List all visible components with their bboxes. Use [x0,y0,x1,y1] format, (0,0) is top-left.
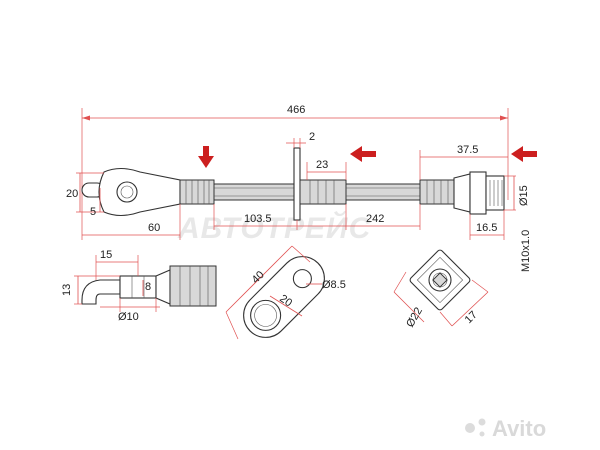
arrow-down-icon [198,146,214,168]
hose-segment-left [213,183,297,201]
pipe-detail [81,265,217,307]
dim-nut-diameter: Ø22 [404,305,425,329]
dim-end-fitting: 37.5 [457,144,478,156]
dim-thread-length: 16.5 [476,222,497,234]
bracket-plate [243,256,325,338]
dim-plate-hole: Ø8.5 [322,279,346,291]
dim-plate-width: 20 [277,293,294,310]
dim-mid-fitting: 23 [316,159,328,171]
hose-segment-right [345,183,421,201]
dim-thread-spec: M10x1.0 [520,230,532,272]
hex-nut [409,249,471,311]
dim-mid-offset: 103.5 [244,213,272,225]
dim-pipe-inner: 8 [145,281,151,293]
right-nut-fitting [453,171,505,215]
left-ferrule [179,179,215,205]
dim-end-diameter: Ø15 [518,185,530,206]
dim-bracket-height: 20 [66,188,78,200]
dim-nut-size: 17 [463,309,480,326]
dim-pipe-height: 13 [61,284,73,296]
arrow-left-icon [511,146,537,162]
watermark-brand: АВТОТРЕЙС [177,210,372,245]
left-eye-bracket [81,167,181,217]
dim-bracket-hole: 5 [90,206,96,218]
dim-hose-span: 242 [366,213,384,225]
dim-pipe-diameter: Ø10 [118,311,139,323]
arrow-left-icon [350,146,376,162]
avito-text: Avito [492,416,546,441]
avito-watermark: Avito [465,416,546,441]
mid-flange [293,147,301,221]
right-ferrule [419,179,455,205]
dim-flange-thickness: 2 [309,131,315,143]
avito-logo-icon [465,423,475,433]
dim-banjo-length: 60 [148,222,160,234]
dim-pipe-offset: 15 [100,249,112,261]
mid-ferrule [299,179,347,205]
dim-overall-length: 466 [287,104,305,116]
dim-plate-length: 40 [250,269,267,286]
